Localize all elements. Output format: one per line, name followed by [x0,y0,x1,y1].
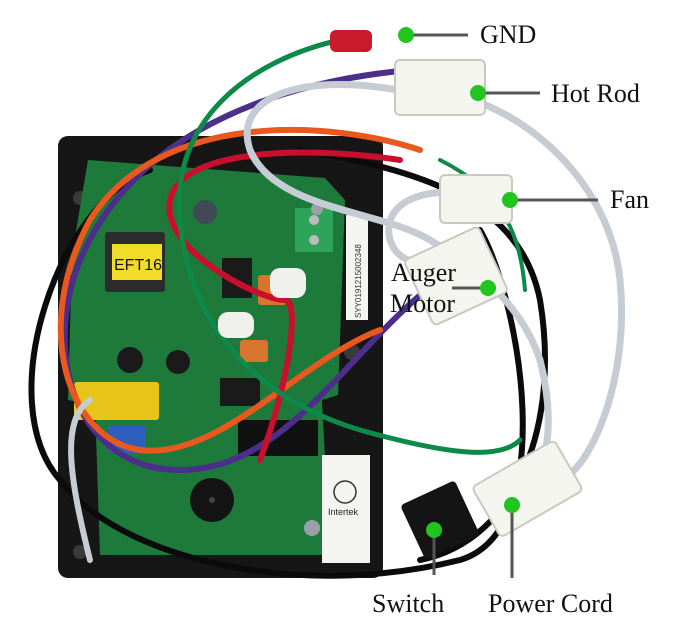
ic-chip [220,378,260,406]
transformer-label: EFT16 [114,257,162,274]
auger-connector [404,226,508,326]
cable-clip [218,312,254,338]
wire-black [28,167,526,579]
wire-orange [57,127,423,454]
transformer-core [112,244,162,280]
marker-hot-rod [470,85,486,101]
marker-auger-motor [480,280,496,296]
relay-yellow [74,382,159,420]
label-switch: Switch [372,589,445,618]
cert-text: Intertek [328,507,359,517]
capacitor [117,347,143,373]
gnd-ring-terminal [330,30,372,52]
power-cord-connector [472,440,583,537]
label-hot-rod: Hot Rod [551,79,640,108]
capacitor [166,350,190,374]
buzzer-hole [209,497,215,503]
marker-switch [426,522,442,538]
cable-clip [270,268,306,298]
serial-number: SYY0191215002348 [354,244,363,318]
wire-gray [426,86,626,484]
terminal-block [295,208,333,252]
hot-rod-connector [394,59,486,116]
fan-connector [439,174,513,224]
label-gnd: GND [480,20,537,49]
capacitor [193,200,217,224]
marker-fan [502,192,518,208]
cert-label [322,455,370,563]
wire-gray [243,80,552,504]
marker-power-cord [504,497,520,513]
label-fan: Fan [610,185,649,214]
marker-gnd [398,27,414,43]
label-power-cord: Power Cord [488,589,613,618]
label-motor: Motor [390,289,455,318]
capacitor-orange [240,340,268,362]
label-auger: Auger [391,258,456,287]
wire-gray [68,397,93,563]
wire-red [166,149,403,463]
wire-green [176,37,523,455]
switch-body [401,481,479,559]
screw [304,520,320,536]
plate-screw [73,545,87,559]
serial-sticker [346,215,368,320]
